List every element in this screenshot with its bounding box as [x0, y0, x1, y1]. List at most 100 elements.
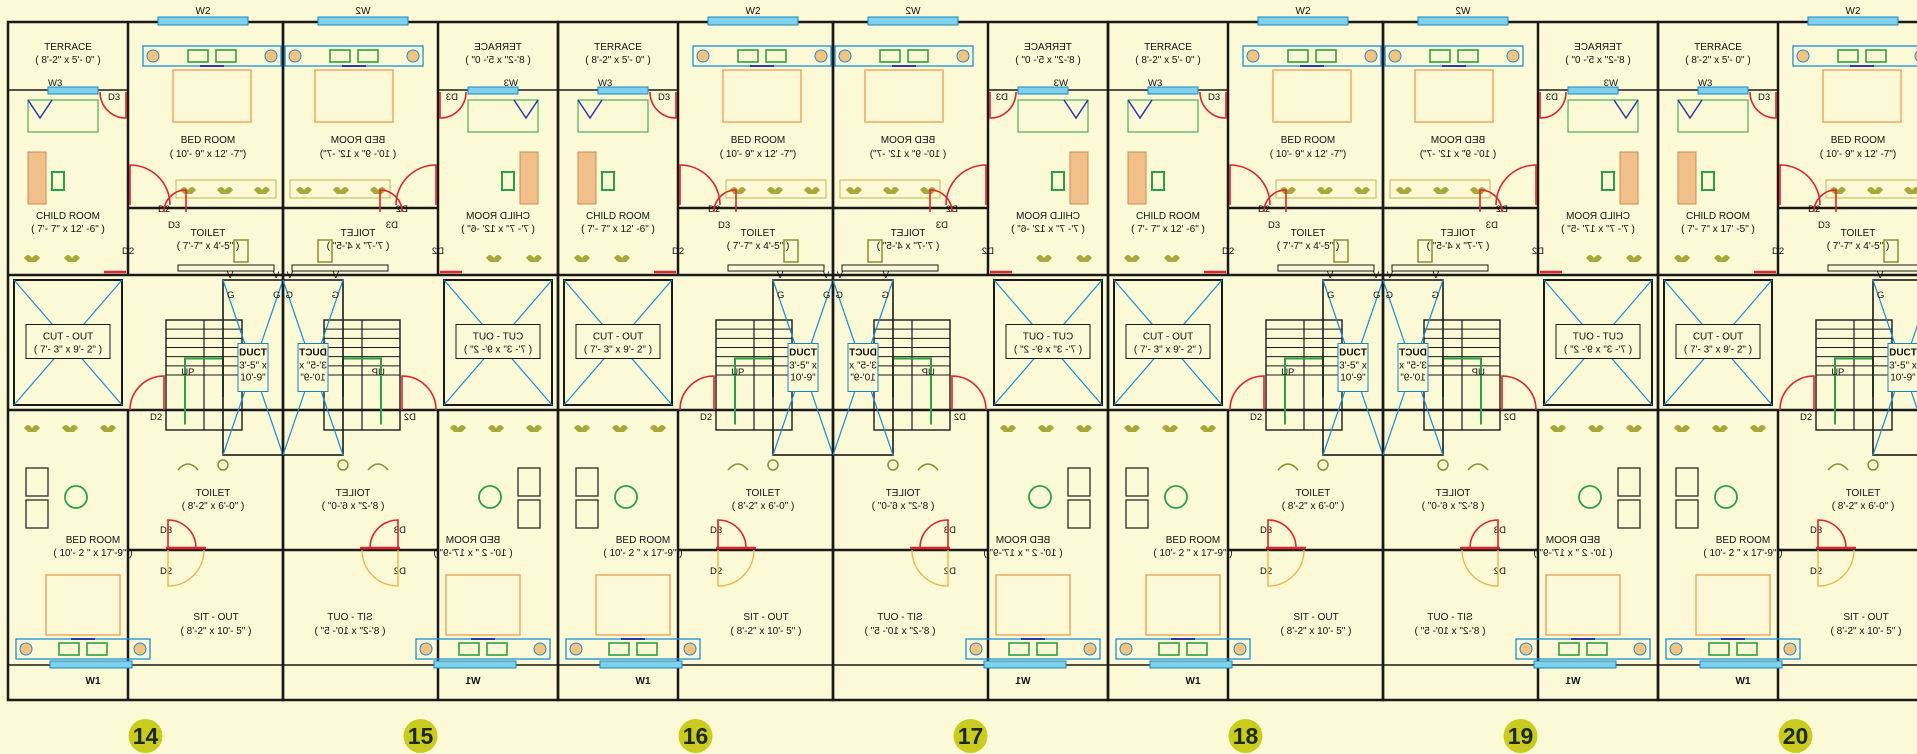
- plant-icon: [730, 187, 746, 194]
- window-w2: [317, 16, 409, 26]
- duct-frame: [1382, 279, 1444, 456]
- duct-size: 3'-5" x: [1399, 361, 1427, 372]
- pillow-icon: [1736, 642, 1758, 656]
- wc-icon: [1333, 239, 1349, 263]
- bed-outline: [722, 69, 802, 123]
- child-room-label: CHILD ROOM: [1566, 211, 1630, 222]
- door-arc: [361, 549, 399, 587]
- unit-number-circle: [1228, 719, 1263, 753]
- basin-icon: [177, 463, 199, 471]
- plant-icon: [1076, 255, 1092, 262]
- toilet-ledge: [291, 264, 389, 272]
- bedroom-size: ( 10'- 2 " x 17'-9" ): [53, 548, 132, 559]
- bedroom-label: BED ROOM: [881, 135, 935, 146]
- door-swing: [1479, 189, 1503, 213]
- window-w3: [47, 86, 99, 95]
- window-w3: [1147, 86, 1199, 95]
- plant-icon: [1674, 255, 1690, 262]
- window-w3-label: W3: [1054, 78, 1068, 89]
- unit-number-label: 17: [958, 723, 984, 749]
- window-w2: [157, 16, 249, 26]
- door-d3-label: D3: [1268, 220, 1280, 231]
- duct-size: 10'-9": [1340, 373, 1366, 384]
- armchair-icon: [1067, 499, 1091, 529]
- cutout-void: CUT - OUT( 7'- 3" x 9'- 2" ): [443, 279, 553, 406]
- stair-up-label: UP: [181, 367, 194, 378]
- sitout-label: SIT - OUT: [1427, 612, 1472, 623]
- gas-label: G: [1432, 290, 1439, 301]
- window-w3-label: W3: [1604, 78, 1618, 89]
- lamp-icon: [288, 49, 302, 63]
- lamp-icon: [1519, 642, 1533, 656]
- table-icon: [1164, 485, 1188, 509]
- bedroom-size: ( 10'- 2 " x 17'-9" ): [983, 548, 1062, 559]
- child-desk: [467, 99, 539, 133]
- wardrobe-icon: [1619, 151, 1639, 205]
- cutout-label-box: [25, 324, 111, 359]
- door-d2-label: D2: [982, 246, 994, 257]
- toilet-size: ( 8'-2" x 6'-0" ): [732, 501, 795, 512]
- planter-row: [574, 425, 666, 432]
- lamp-icon: [1246, 49, 1260, 63]
- sitout-size: ( 8'-2" x 10'- 5" ): [865, 626, 936, 637]
- door-arc: [163, 189, 187, 213]
- toilet-ledge: [727, 264, 825, 272]
- vent-label: V: [1432, 270, 1439, 281]
- pillow-icon: [907, 49, 929, 63]
- door-arc: [1817, 549, 1855, 587]
- bed-outline: [595, 574, 671, 636]
- plant-icon: [450, 425, 466, 432]
- door-swing: [1267, 519, 1297, 549]
- door-d3-label: D3: [1494, 525, 1506, 536]
- pillow-icon: [187, 49, 209, 63]
- door-swing: [1817, 519, 1847, 549]
- toilet-size: ( 8'-2" x 6'-0" ): [1282, 501, 1345, 512]
- door-d3-label: D3: [718, 220, 730, 231]
- toilet-size: ( 7'-7" x 4'-5" ): [1427, 241, 1490, 252]
- toilet-label: TOILET: [1436, 488, 1471, 499]
- terrace-label: TERRACE: [594, 42, 642, 53]
- gas-label: G: [286, 290, 293, 301]
- planter-row: [1674, 425, 1766, 432]
- plant-icon: [1038, 425, 1054, 432]
- toilet-label: TOILET: [741, 228, 776, 239]
- door-swing: [369, 519, 399, 549]
- door-arc: [167, 549, 205, 587]
- door-arc: [717, 549, 755, 587]
- bed-icon: [142, 45, 282, 123]
- bed-outline: [314, 69, 394, 123]
- armchair-icon: [1675, 499, 1699, 529]
- unit-number-circle: [1778, 719, 1813, 753]
- plant-icon: [64, 255, 80, 262]
- door-d3-label: D3: [446, 92, 458, 103]
- bed-icon: [834, 45, 974, 123]
- gas-label: G: [882, 290, 889, 301]
- terrace-label: TERRACE: [1694, 42, 1742, 53]
- chair-icon: [577, 99, 603, 120]
- armchair-icon: [1617, 499, 1641, 529]
- pillow-icon: [1429, 49, 1451, 63]
- bed-outline: [1145, 574, 1221, 636]
- cutout-frame: [993, 279, 1103, 406]
- bed-icon: [1384, 45, 1524, 123]
- vent-label: V: [836, 270, 843, 281]
- pillow-icon: [1865, 49, 1887, 63]
- gas-label: G: [227, 290, 234, 301]
- plant-icon: [1626, 255, 1642, 262]
- duct-size: 3'-5" x: [789, 361, 817, 372]
- bedroom-size: ( 10'- 2 " x 17'-9" ): [1703, 548, 1782, 559]
- child-desk: [1677, 99, 1749, 133]
- duct-label-box: [787, 343, 819, 392]
- window-w2: [1257, 16, 1349, 26]
- wardrobe-icon: [1127, 151, 1147, 205]
- bedroom-label: BED ROOM: [1166, 535, 1220, 546]
- pillow-icon: [765, 49, 787, 63]
- pillow-icon: [329, 49, 351, 63]
- vent-label: V: [823, 270, 830, 281]
- door-arc: [1813, 189, 1837, 213]
